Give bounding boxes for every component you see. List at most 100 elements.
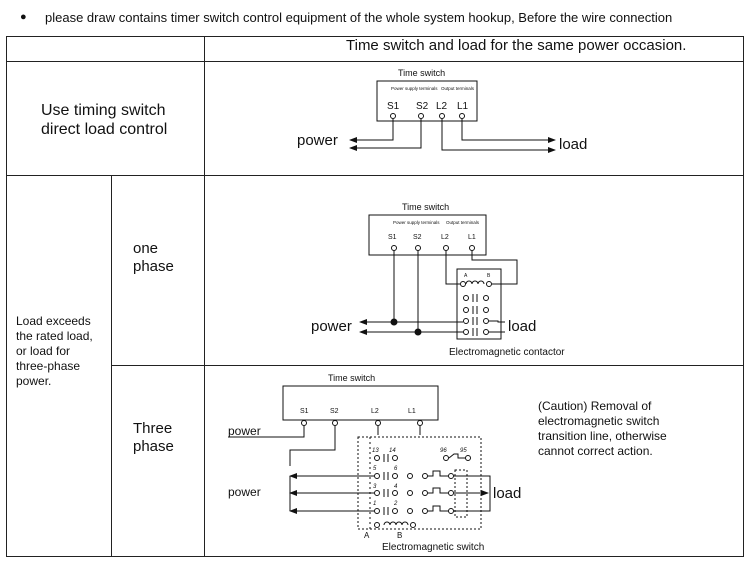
wire <box>461 119 556 143</box>
wire <box>359 251 419 335</box>
contact-rows <box>463 294 489 336</box>
group-label-line: three-phase <box>16 359 81 373</box>
load-label: load <box>493 485 521 502</box>
wire <box>445 251 460 285</box>
wire <box>471 251 518 285</box>
power-label: power <box>228 424 261 438</box>
terminal-label: L2 <box>371 408 379 415</box>
terminal-label: S1 <box>387 101 400 112</box>
output-block-label: Output terminals <box>446 220 480 225</box>
terminal-number: 14 <box>389 448 396 454</box>
three-phase-label-line2: phase <box>133 438 174 455</box>
power-supply-block-label: Power supply terminals <box>393 220 440 225</box>
terminal-label: S2 <box>413 234 422 241</box>
terminal-dot <box>443 245 449 251</box>
power-supply-block-label: Power supply terminals <box>391 86 438 91</box>
terminal-number: 3 <box>373 484 377 490</box>
terminal-number: 5 <box>373 466 377 472</box>
one-phase-label-line2: phase <box>133 258 174 275</box>
caution-line: electromagnetic switch <box>538 414 660 428</box>
terminal-number: 2 <box>393 501 398 507</box>
terminal-dot <box>301 420 307 426</box>
power-label: power <box>297 132 338 149</box>
terminal-number: 6 <box>394 466 398 472</box>
terminal-label: L1 <box>408 408 416 415</box>
coil-terminal <box>486 281 492 287</box>
terminal-label: S1 <box>388 234 397 241</box>
coil-label: B <box>397 531 402 540</box>
wire <box>289 426 336 466</box>
contactor-label: Electromagnetic contactor <box>449 347 565 358</box>
coil-terminal <box>410 522 416 528</box>
terminal-dot <box>391 245 397 251</box>
terminal-number: 95 <box>460 448 467 454</box>
terminal-label: L1 <box>468 234 476 241</box>
wire <box>454 475 491 512</box>
terminal-label: S2 <box>416 101 429 112</box>
wire <box>349 119 422 151</box>
terminal-dot <box>375 420 381 426</box>
switch-label: Electromagnetic switch <box>382 542 484 553</box>
coil-symbol <box>465 280 485 285</box>
terminal-dot <box>459 113 465 119</box>
header-note: please draw contains timer switch contro… <box>45 10 673 25</box>
wire <box>349 119 394 143</box>
bullet-icon: ● <box>20 11 27 23</box>
wire <box>441 119 556 153</box>
wire <box>489 320 505 323</box>
terminal-dot <box>415 245 421 251</box>
diagram1-title: Time switch <box>398 68 445 78</box>
contactor-box <box>456 268 502 340</box>
row1-label-line2: direct load control <box>41 121 168 138</box>
terminal-label: S2 <box>330 408 339 415</box>
caution-note: (Caution) Removal of electromagnetic swi… <box>538 399 667 459</box>
terminal-dot <box>390 113 396 119</box>
group-label-line: or load for <box>16 344 71 358</box>
output-block-label: Output terminals <box>441 86 475 91</box>
terminal-number: 4 <box>394 484 398 490</box>
terminal-label: L2 <box>436 101 448 112</box>
group-label-line: power. <box>16 374 52 388</box>
diagram2-one-phase: Time switch Power supply terminals Outpu… <box>311 202 565 358</box>
terminal-label: S1 <box>300 408 309 415</box>
coil-terminal <box>374 522 380 528</box>
group-label-line: Load exceeds <box>16 314 91 328</box>
diagram2-title: Time switch <box>402 202 449 212</box>
time-switch-box <box>376 80 478 122</box>
terminal-label: L1 <box>457 101 469 112</box>
diagram1-direct-control: Time switch Power supply terminals Outpu… <box>297 68 587 153</box>
coil-label: A <box>464 273 468 279</box>
junction-dot <box>414 328 422 336</box>
power-label: power <box>228 485 261 499</box>
three-phase-label-line1: Three <box>133 420 173 437</box>
terminal-number: 13 <box>372 448 379 454</box>
diagram3-three-phase: Time switch S1 S2 L2 L1 power power 13 1… <box>228 373 521 553</box>
diagram3-title: Time switch <box>328 373 375 383</box>
terminal-number: 1 <box>373 501 376 507</box>
row1-label-line1: Use timing switch <box>41 102 166 119</box>
time-switch-box <box>282 385 439 421</box>
load-label: load <box>559 136 587 153</box>
terminal-label: L2 <box>441 234 449 241</box>
terminal-number: 96 <box>440 448 447 454</box>
wire <box>228 426 305 438</box>
time-switch-box <box>368 214 487 256</box>
junction-dot <box>390 318 398 326</box>
coil-label: B <box>487 273 491 279</box>
terminal-dot <box>417 420 423 426</box>
contact-rows <box>374 453 471 515</box>
terminal-dot <box>469 245 475 251</box>
wire <box>359 251 395 325</box>
coil-symbol <box>383 521 409 526</box>
caution-line: cannot correct action. <box>538 444 653 458</box>
terminal-dot <box>418 113 424 119</box>
one-phase-label-line1: one <box>133 240 159 257</box>
coil-label: A <box>364 531 370 540</box>
row2-group-label: Load exceeds the rated load, or load for… <box>16 314 93 389</box>
power-label: power <box>311 318 352 335</box>
load-label: load <box>508 318 536 335</box>
caution-line: transition line, otherwise <box>538 429 667 443</box>
terminal-dot <box>439 113 445 119</box>
column-header: Time switch and load for the same power … <box>346 37 687 54</box>
